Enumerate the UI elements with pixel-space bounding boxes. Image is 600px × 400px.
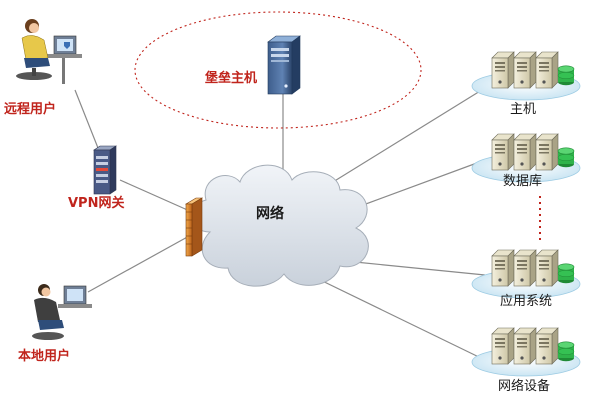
line-network-database: [354, 159, 486, 209]
line-network-app: [354, 261, 486, 276]
server-group-icon: [472, 328, 580, 376]
local-user-label: 本地用户: [18, 348, 70, 364]
app-system-label: 应用系统: [500, 293, 552, 309]
server-group-icon: [472, 52, 580, 100]
bastion-zone-boundary: [134, 11, 422, 129]
server-group-host: [472, 52, 580, 100]
database-label: 数据库: [503, 173, 542, 189]
firewall-icon: [184, 197, 204, 257]
user-at-desk-icon: [32, 284, 92, 340]
server-tower-icon: [267, 35, 301, 95]
connection-lines: [74, 87, 486, 361]
line-local-firewall: [87, 229, 201, 293]
vpn-appliance-icon: [93, 145, 117, 195]
user-at-desk-icon: [16, 19, 82, 84]
line-network-host: [319, 87, 486, 191]
vpn-gateway-label: VPN网关: [68, 195, 124, 211]
host-label: 主机: [510, 102, 536, 117]
server-group-app: [472, 250, 580, 298]
server-group-device: [472, 328, 580, 376]
network-cloud: [191, 164, 369, 287]
line-vpn-firewall: [119, 179, 193, 213]
line-remote-vpn: [74, 89, 99, 149]
server-group-icon: [472, 250, 580, 298]
net-device-label: 网络设备: [498, 378, 550, 394]
network-label: 网络: [256, 205, 284, 222]
bastion-label: 堡垒主机: [205, 70, 257, 86]
line-network-device: [309, 274, 486, 361]
remote-user-label: 远程用户: [4, 101, 56, 117]
